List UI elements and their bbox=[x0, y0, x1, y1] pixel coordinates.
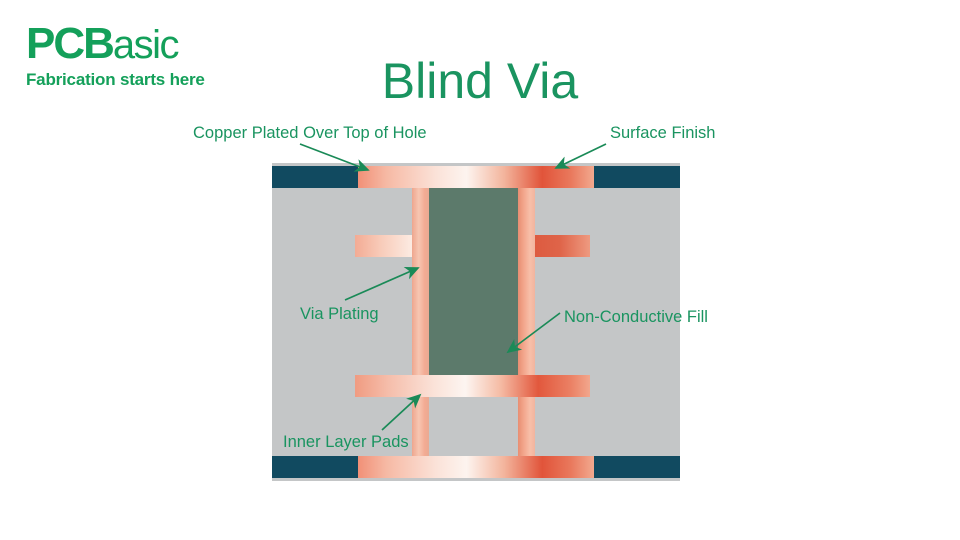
label-copper-plated-over-top-of-hole: Copper Plated Over Top of Hole bbox=[193, 124, 427, 142]
via-plating-left bbox=[412, 188, 429, 456]
label-via-plating: Via Plating bbox=[300, 305, 379, 323]
brand-logo: PCBasic Fabrication starts here bbox=[26, 22, 256, 90]
brand-tagline: Fabrication starts here bbox=[26, 70, 205, 89]
surface-finish-bottom-right bbox=[594, 456, 680, 478]
surface-finish-top-right bbox=[594, 166, 680, 188]
label-surface-finish: Surface Finish bbox=[610, 124, 716, 142]
logo-secondary-text: asic bbox=[112, 23, 180, 67]
page-title: Blind Via bbox=[381, 53, 579, 109]
logo-wordmark: PCBasic bbox=[26, 19, 256, 68]
copper-cap-bottom bbox=[358, 456, 594, 478]
logo-primary-text: PCB bbox=[26, 19, 115, 68]
via-plating-right bbox=[518, 188, 535, 456]
inner-layer-pad-right bbox=[535, 235, 590, 257]
surface-finish-top-left bbox=[272, 166, 358, 188]
inner-layer-pad-bottom bbox=[355, 375, 590, 397]
copper-cap-top bbox=[358, 166, 594, 188]
label-non-conductive-fill: Non-Conductive Fill bbox=[564, 308, 708, 326]
inner-layer-pad-left bbox=[355, 235, 412, 257]
non-conductive-fill bbox=[429, 188, 518, 375]
surface-finish-bottom-left bbox=[272, 456, 358, 478]
label-inner-layer-pads: Inner Layer Pads bbox=[283, 433, 409, 451]
